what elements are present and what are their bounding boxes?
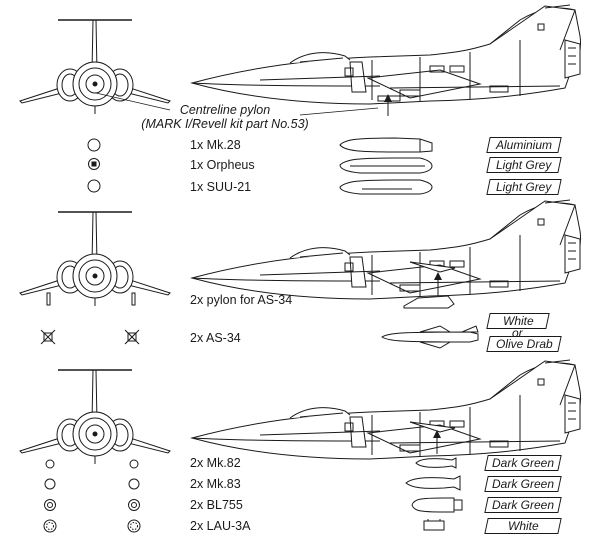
side-view-panel2 [191,199,582,300]
orpheus-side-icon [339,157,433,174]
mk82-side-icon [415,457,457,469]
item-label-mk28: 1x Mk.28 [190,138,241,152]
pylon-right-front-icon [131,292,136,306]
side-view-panel1 [191,4,582,105]
pylon-arrow-1 [384,94,392,116]
pylon-left-front-icon [46,292,51,306]
callout-line1: Centreline pylon [179,103,271,117]
mk83-front-icons [44,478,140,490]
mk28-side-icon [339,137,433,153]
item-label-mk83: 2x Mk.83 [190,477,241,491]
item-label-as34-pylon: 2x pylon for AS-34 [190,293,293,307]
lau3a-front-icons [43,519,141,533]
as34-left-front-icon [40,329,56,345]
callout-line2: (MARK I/Revell kit part No.53) [141,117,309,131]
as34-side-icon [381,325,479,349]
as34-pylon-side-icon [403,295,455,309]
callout-leader [95,92,171,111]
item-label-orpheus: 1x Orpheus [190,158,255,172]
front-view-panel2 [19,211,171,307]
front-view-panel1 [19,19,171,115]
item-label-mk82: 2x Mk.82 [190,456,241,470]
mk82-front-icons [45,459,139,469]
as34-right-front-icon [124,329,140,345]
color-tag-mk83: Dark Green [484,476,562,492]
item-label-suu21: 1x SUU-21 [190,180,252,194]
orpheus-front-icon [88,158,100,170]
color-tag-bl755: Dark Green [484,497,562,513]
bl755-side-icon [411,497,463,513]
color-tag-suu21: Light Grey [486,179,562,195]
color-tag-as34-b: Olive Drab [486,336,562,352]
item-label-bl755: 2x BL755 [190,498,243,512]
lau3a-side-icon [423,519,445,531]
mk28-front-icon [87,138,101,152]
suu21-side-icon [339,179,433,195]
callout-leader-right [299,107,379,116]
color-tag-lau3a: White [484,518,562,534]
callout-text: Centreline pylon (MARK I/Revell kit part… [140,103,310,131]
item-label-lau3a: 2x LAU-3A [190,519,251,533]
or-text: or [512,326,523,340]
item-label-as34: 2x AS-34 [190,331,241,345]
suu21-front-icon [87,179,101,193]
color-tag-mk82: Dark Green [484,455,562,471]
color-tag-mk28: Aluminium [486,137,562,153]
front-view-panel3 [19,369,171,465]
pylon-arrow-3 [433,430,441,454]
side-view-panel3 [191,359,582,460]
bl755-front-icons [44,499,140,511]
color-tag-orpheus: Light Grey [486,157,562,173]
mk83-side-icon [405,475,461,491]
pylon-arrow-2 [434,272,442,296]
